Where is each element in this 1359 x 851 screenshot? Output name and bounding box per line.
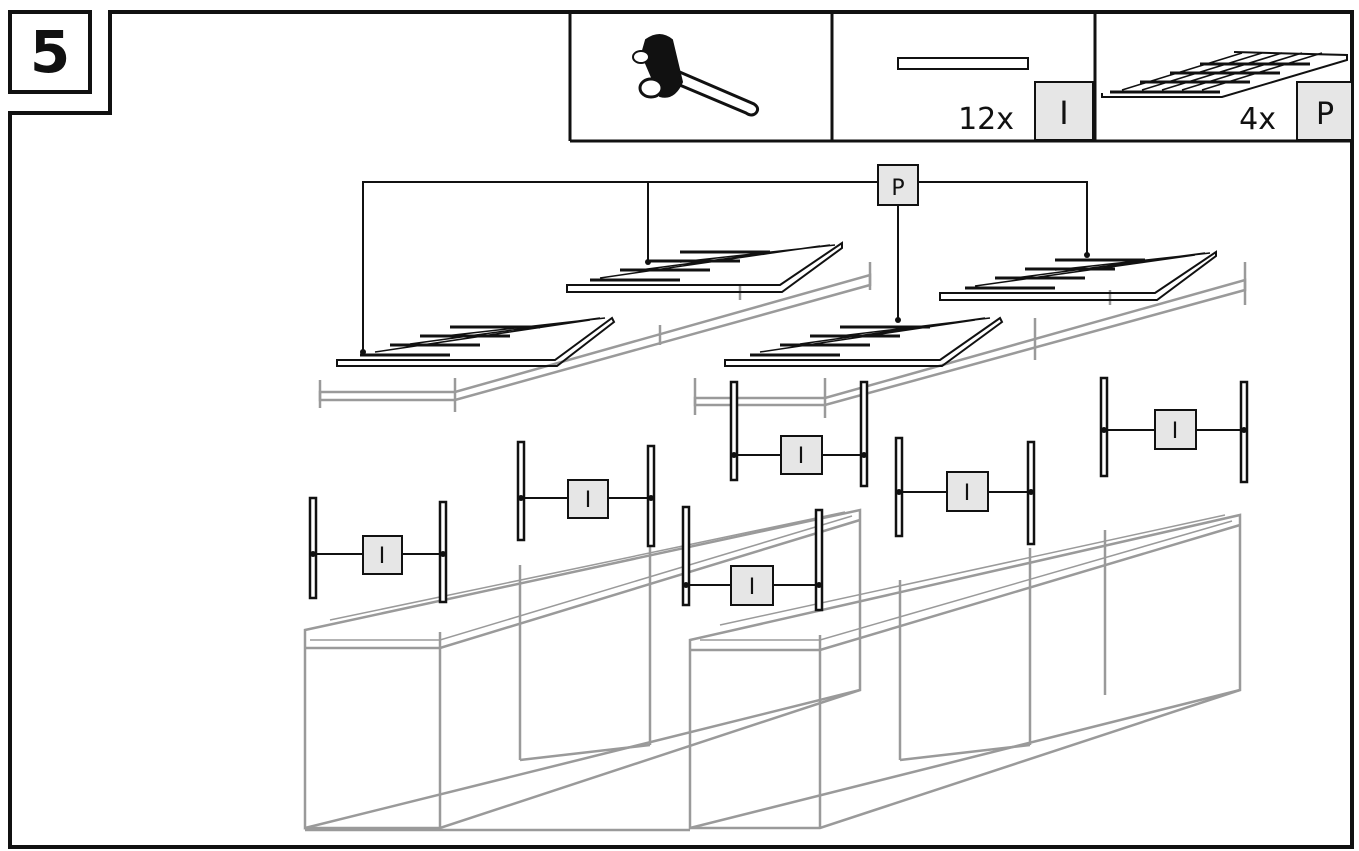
callout-p: P [360,164,1090,355]
rubber-mallet-icon [632,34,760,117]
shelf-grid-2 [566,241,843,293]
i-bar-pair-5: I [894,436,1036,546]
callout-i-label: I [749,575,756,600]
lower-frame-right [688,513,1242,830]
callout-i-label: I [1172,419,1179,444]
part-p-label-box [1296,81,1353,141]
step-number: 5 [30,18,70,86]
bar-part-icon [897,57,1029,70]
toolbox-header: 12x I 4x P [568,12,1353,143]
part-i-letter: I [1059,94,1068,132]
callout-i-label: I [379,544,386,569]
part-p-quantity: 4x [1239,102,1276,137]
callout-i-label: I [798,444,805,469]
shelf-grid-1 [336,316,616,367]
callout-i-label: I [585,488,592,513]
assembly-diagram: P I I I [303,164,1249,832]
shelf-grid-icon [1101,51,1348,98]
callout-i-label: I [964,481,971,506]
upper-frame-right [693,262,1247,418]
lower-frame-left [303,508,862,832]
shelf-grid-4 [939,250,1217,301]
callout-p-label: P [891,176,904,201]
i-bar-pair-2: I [516,440,656,548]
page-border [8,10,1354,849]
part-p-cell: 4x P [1101,51,1353,141]
step-number-box: 5 [8,10,92,94]
shelf-grid-3 [724,316,1004,367]
part-i-cell: 12x I [897,57,1094,141]
i-bar-pair-3: I [729,380,869,488]
i-bar-pair-4: I [681,505,824,612]
part-i-quantity: 12x [958,102,1014,137]
i-bar-pair-6: I [1099,376,1249,484]
upper-frame-left [318,262,872,412]
part-i-label-box [1034,81,1094,141]
part-p-letter: P [1316,97,1334,132]
i-bar-pair-1: I [308,496,448,604]
